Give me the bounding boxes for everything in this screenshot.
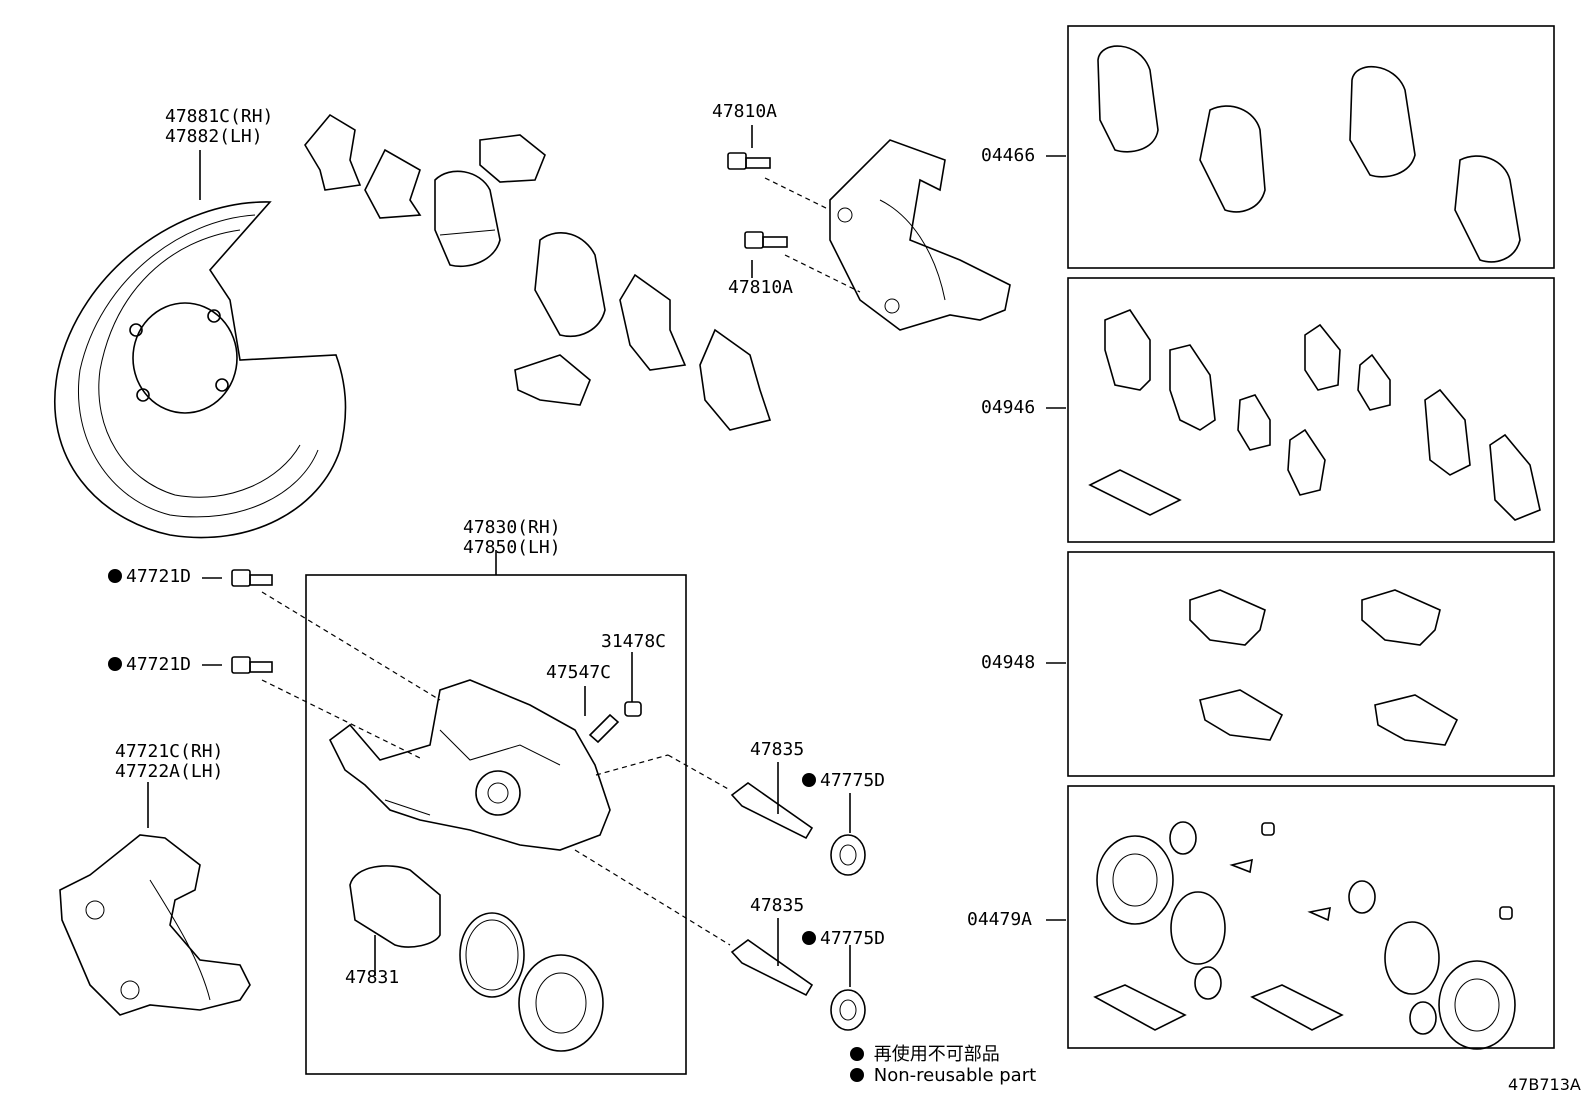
bolt-47810a-drawing[interactable]	[727, 152, 788, 249]
boots-drawing[interactable]	[830, 834, 866, 1031]
label-shield-rh: 47881C(RH)	[165, 106, 274, 127]
slide-pins-drawing[interactable]	[730, 782, 814, 997]
label-kit-pads: 04466	[981, 145, 1036, 166]
label-kit-shims: 04946	[981, 397, 1036, 418]
label-kit-clips: 04948	[981, 652, 1036, 673]
piston-seals-drawing[interactable]	[349, 865, 604, 1052]
kit-seal-drawing[interactable]	[1093, 821, 1516, 1050]
label-caliper-lh: 47850(LH)	[463, 537, 561, 558]
kit-box-clips[interactable]	[1067, 551, 1555, 777]
label-cap: 31478C	[601, 631, 667, 652]
label-mounting-lh: 47722A(LH)	[115, 761, 224, 782]
leader-lines	[147, 125, 1066, 987]
kit-clips-drawing[interactable]	[1189, 589, 1459, 746]
label-bolt-721d-b: 47721D	[108, 655, 191, 675]
bolt-47721d-drawing[interactable]	[231, 569, 273, 674]
kit-box-pads[interactable]	[1067, 25, 1555, 269]
label-bolt-upper: 47810A	[712, 101, 778, 122]
label-kit-seal: 04479A	[967, 909, 1033, 930]
lower-bracket-drawing[interactable]	[59, 834, 251, 1016]
kit-shims-drawing[interactable]	[1088, 309, 1541, 521]
dust-shield-drawing[interactable]	[53, 201, 347, 539]
label-pin-upper: 47835	[750, 739, 805, 760]
label-bleeder: 47547C	[546, 662, 612, 683]
label-shield-lh: 47882(LH)	[165, 126, 263, 147]
kit-pads-drawing[interactable]	[1097, 45, 1521, 263]
pads-shims-drawing[interactable]	[304, 113, 772, 431]
non-reusable-dot-icon	[802, 931, 816, 945]
upper-bracket-drawing[interactable]	[829, 139, 1011, 331]
non-reusable-dot-icon	[802, 773, 816, 787]
label-caliper-rh: 47830(RH)	[463, 517, 561, 538]
label-piston: 47831	[345, 967, 400, 988]
non-reusable-dot-icon	[850, 1047, 864, 1061]
label-pin-lower: 47835	[750, 895, 805, 916]
legend-en: Non-reusable part	[850, 1065, 1036, 1086]
label-mounting-rh: 47721C(RH)	[115, 741, 224, 762]
kit-box-shims[interactable]	[1067, 277, 1555, 543]
bleeder-cap-drawing[interactable]	[588, 701, 642, 744]
label-boot-lower: 47775D	[802, 929, 885, 949]
label-boot-upper: 47775D	[802, 771, 885, 791]
diagram-code: 47B713A	[1508, 1075, 1581, 1094]
caliper-drawing[interactable]	[328, 679, 611, 851]
label-bolt-lower: 47810A	[728, 277, 794, 298]
non-reusable-dot-icon	[850, 1068, 864, 1082]
non-reusable-dot-icon	[108, 569, 122, 583]
label-bolt-721d-a: 47721D	[108, 567, 191, 587]
kit-box-seal[interactable]	[1067, 785, 1555, 1049]
legend-jp: 再使用不可部品	[850, 1040, 1000, 1066]
assembly-lines	[261, 177, 861, 946]
non-reusable-dot-icon	[108, 657, 122, 671]
